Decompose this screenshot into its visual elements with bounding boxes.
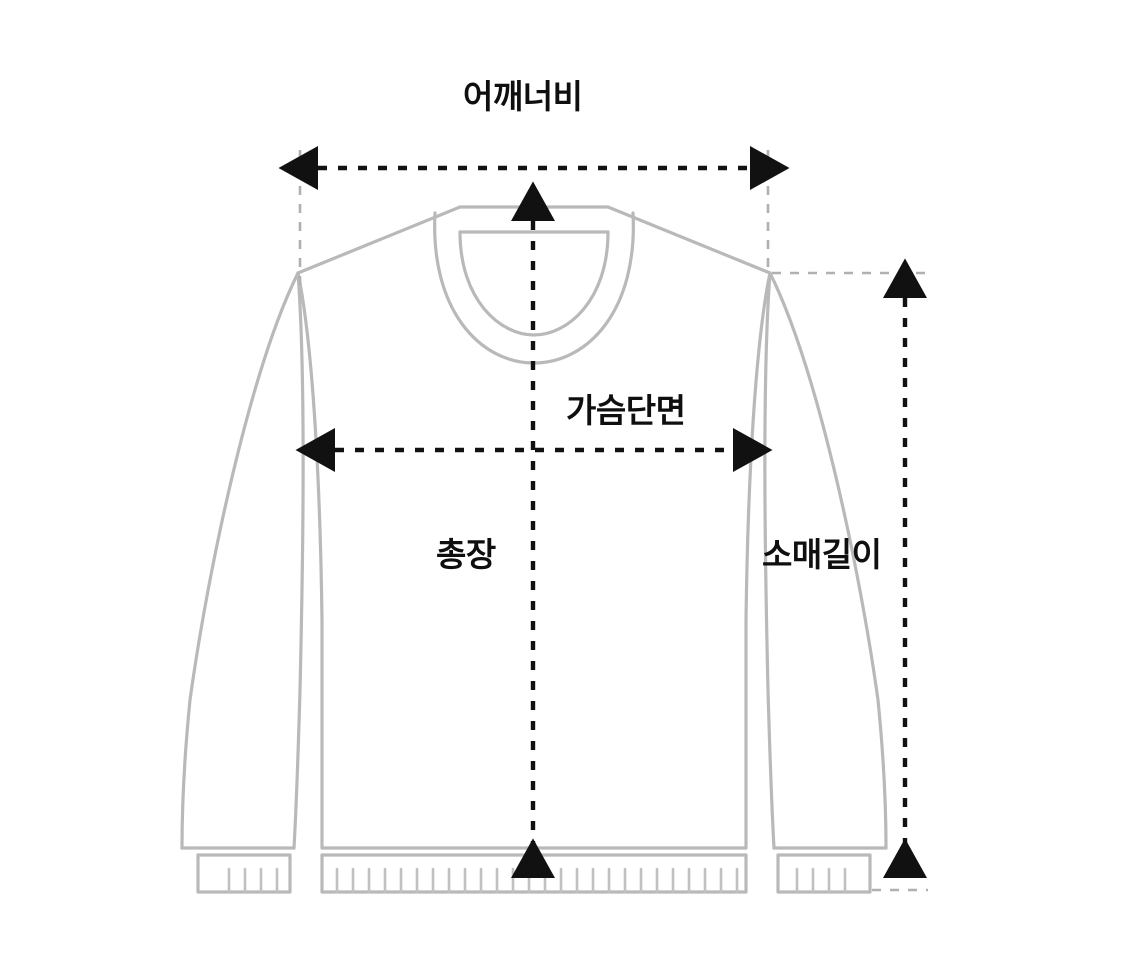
right-sleeve-inner	[763, 271, 776, 850]
measurement-arrows	[278, 146, 927, 878]
left-sleeve-outer	[180, 271, 300, 850]
left-shoulder-seam	[296, 205, 462, 275]
right-shoulder-seam	[606, 205, 772, 275]
label-shoulder-width: 어깨너비	[463, 77, 583, 116]
right-cuff-ribs	[795, 867, 847, 894]
label-sleeve-length: 소매길이	[762, 535, 882, 574]
left-cuff-ribs	[227, 867, 279, 894]
label-total-length: 총장	[436, 535, 496, 574]
right-cuff-rib-band	[776, 853, 872, 894]
left-sleeve-inner	[292, 271, 305, 850]
measurement-guide-lines	[298, 150, 928, 892]
bottom-hem-ribs	[335, 867, 739, 894]
label-chest-width: 가슴단면	[566, 391, 686, 430]
